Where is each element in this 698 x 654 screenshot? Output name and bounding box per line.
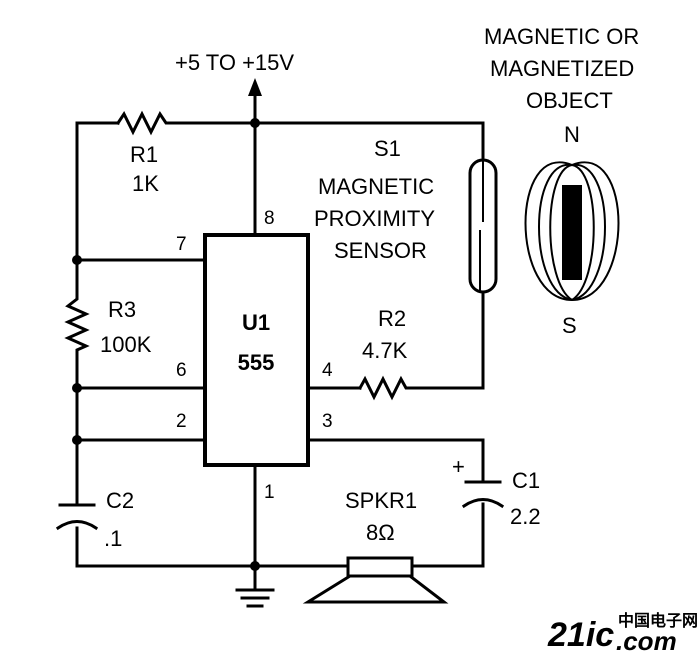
r2-value: 4.7K <box>362 338 408 363</box>
ic-555-body <box>203 233 310 467</box>
c2-capacitor <box>55 503 99 531</box>
s1-line3: SENSOR <box>334 238 427 263</box>
supply-arrow <box>248 78 262 125</box>
c2-value: .1 <box>104 526 122 551</box>
watermark-brand: 21ic <box>547 616 614 654</box>
watermark-domain: .com <box>616 626 677 654</box>
ic-ref: U1 <box>242 310 270 335</box>
pin-4-label: 4 <box>322 360 333 381</box>
s1-ref: S1 <box>374 136 401 161</box>
c1-ref: C1 <box>512 468 540 493</box>
r3-value: 100K <box>100 332 152 357</box>
magnet-south-label: S <box>562 313 577 338</box>
supply-label: +5 TO +15V <box>175 50 294 75</box>
pin-1-label: 1 <box>264 482 275 503</box>
object-line3: OBJECT <box>526 88 613 113</box>
bar-magnet <box>562 185 582 280</box>
c1-value: 2.2 <box>510 504 541 529</box>
c1-capacitor <box>461 480 505 509</box>
r3-resistor <box>64 291 90 357</box>
spkr-ref: SPKR1 <box>345 488 417 513</box>
pin-wires <box>75 121 485 592</box>
r2-ref: R2 <box>378 306 406 331</box>
speaker-symbol <box>302 556 449 604</box>
r1-resistor <box>115 110 174 136</box>
magnet-field-lines <box>524 161 620 301</box>
r1-ref: R1 <box>130 142 158 167</box>
ground-symbol <box>235 588 275 608</box>
r1-value: 1K <box>132 171 159 196</box>
object-line1: MAGNETIC OR <box>484 24 639 49</box>
r3-ref: R3 <box>108 297 136 322</box>
spkr-value: 8Ω <box>366 520 395 545</box>
magnet-north-label: N <box>564 122 580 147</box>
c1-polarity: + <box>452 454 465 479</box>
watermark-logo: 21ic 中国电子网 .com <box>547 611 698 654</box>
pin-7-label: 7 <box>176 234 187 255</box>
c2-ref: C2 <box>106 488 134 513</box>
ic-part: 555 <box>238 350 275 375</box>
pin-3-label: 3 <box>322 411 333 432</box>
pin-6-label: 6 <box>176 360 187 381</box>
object-line2: MAGNETIZED <box>490 56 634 81</box>
s1-line2: PROXIMITY <box>314 206 435 231</box>
pin-2-label: 2 <box>176 411 187 432</box>
watermark-cn: 中国电子网 <box>618 611 698 630</box>
r2-resistor <box>357 375 412 401</box>
top-rail-wire <box>75 121 485 162</box>
pin-8-label: 8 <box>264 208 275 229</box>
s1-line1: MAGNETIC <box>318 174 434 199</box>
